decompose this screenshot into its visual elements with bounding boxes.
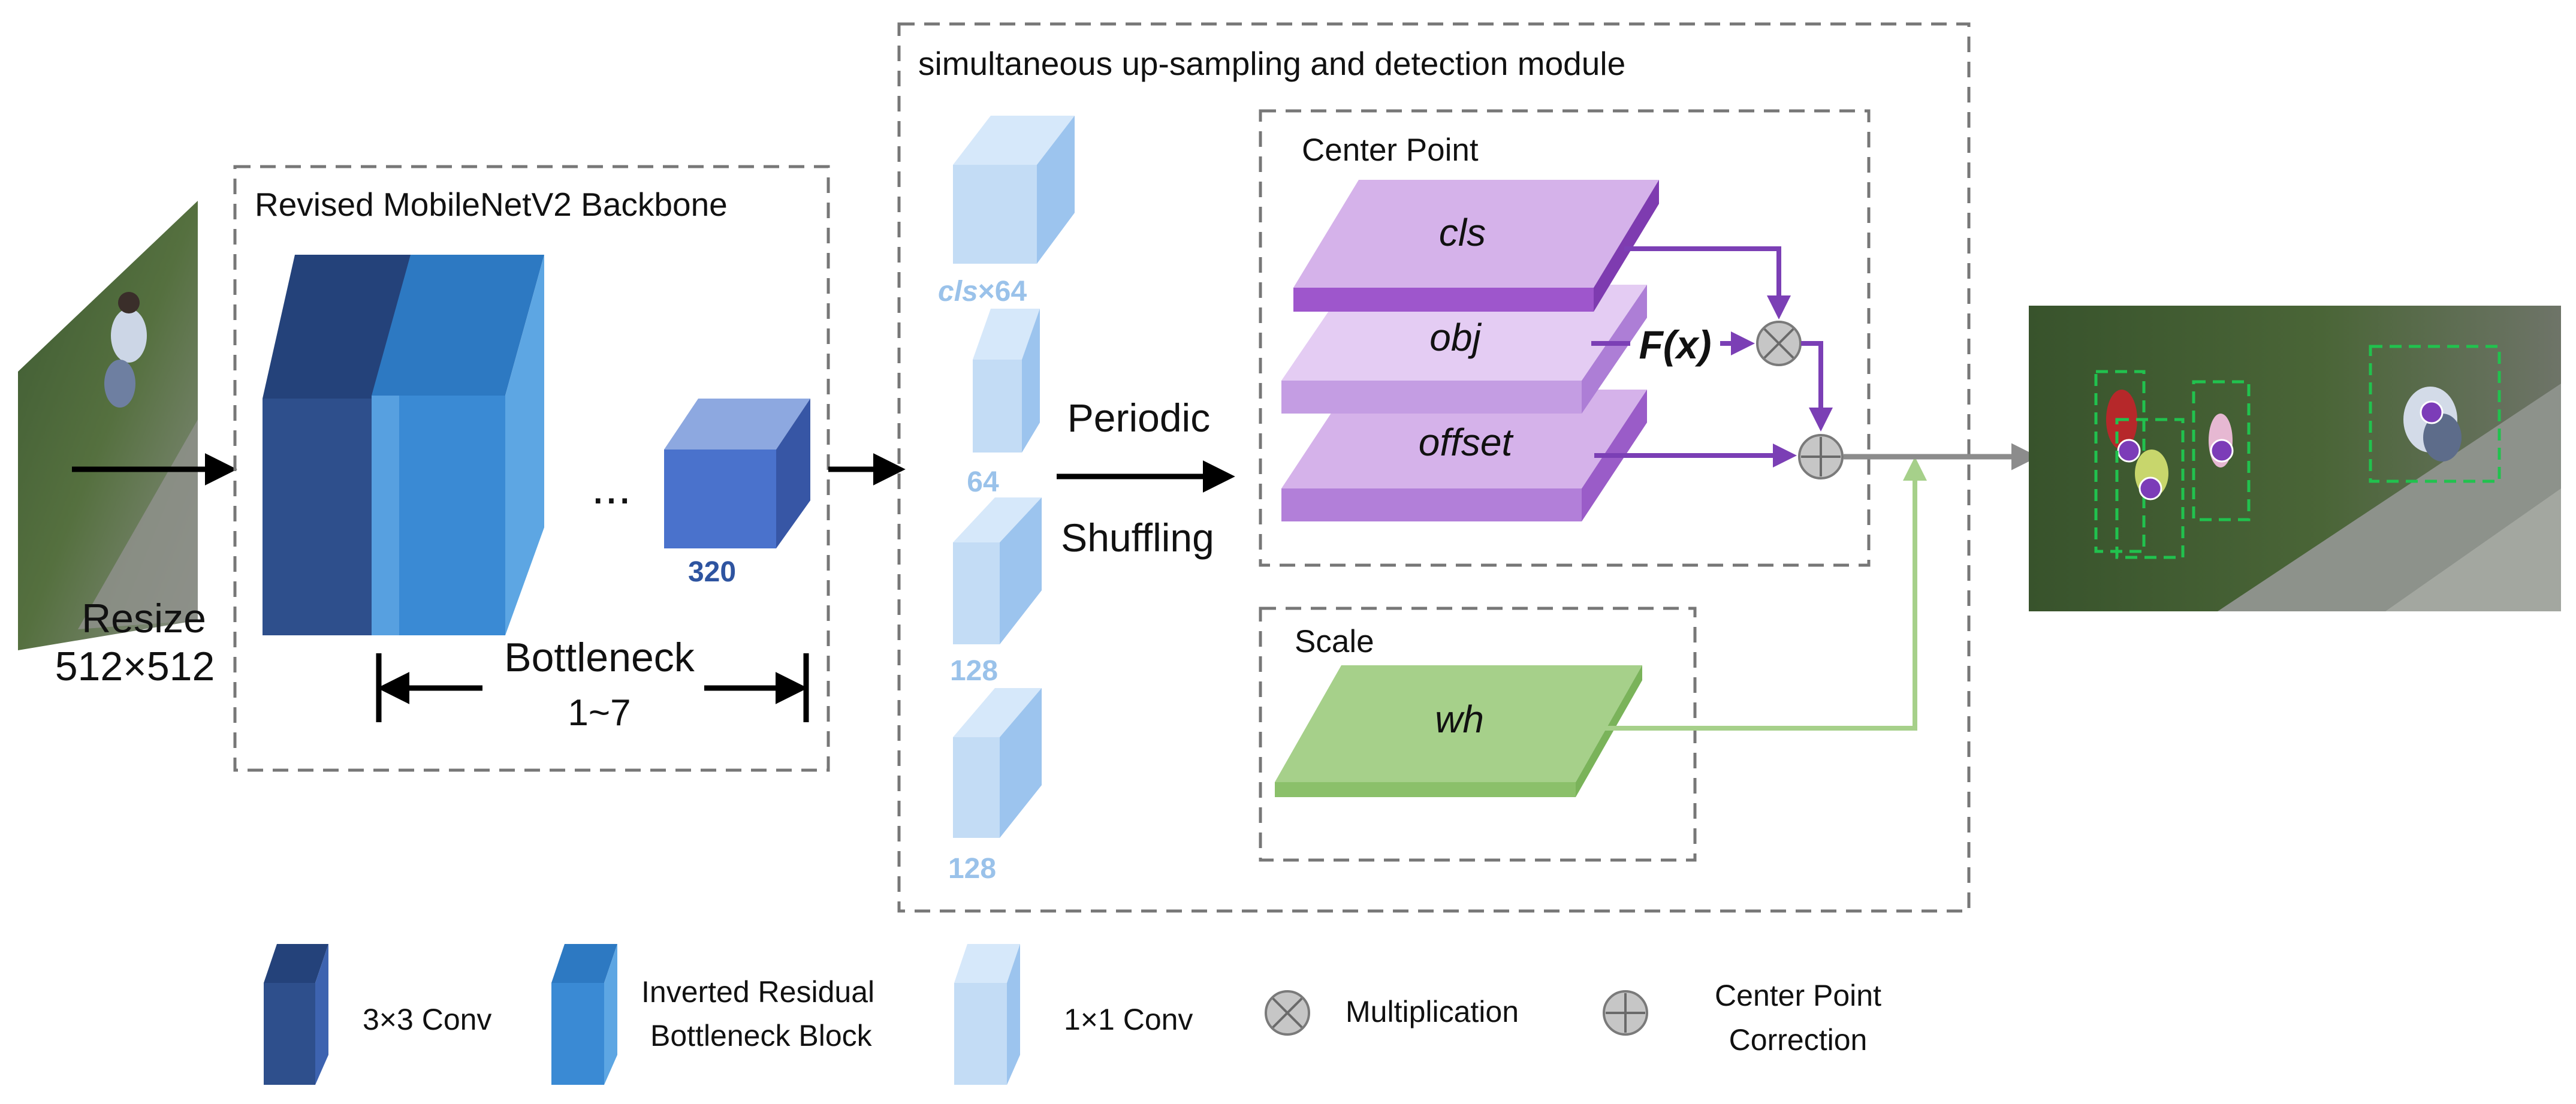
detection-box-2: [2115, 418, 2185, 559]
legend-irb-icon: [551, 944, 617, 1085]
legend-multiplication-label: Multiplication: [1346, 995, 1519, 1028]
legend-correction-line2: Correction: [1729, 1023, 1868, 1057]
center-correction-op-icon: [1798, 434, 1844, 479]
feature-128-b: [953, 688, 1042, 838]
feature-cls64-label: cls×64: [938, 276, 1027, 307]
wh-to-output-arrow: [1576, 457, 1927, 731]
feature-128a-label: 128: [950, 655, 998, 687]
upsampling-detection-module: simultaneous up-sampling and detection m…: [897, 22, 2038, 913]
bottleneck-label: Bottleneck: [504, 635, 695, 680]
inverted-residual-block: [372, 255, 544, 635]
cls-layer-label: cls: [1439, 211, 1486, 254]
detection-box-4: [2369, 345, 2501, 483]
backbone-ellipsis: ...: [592, 460, 632, 514]
resize-size: 512×512: [55, 644, 215, 689]
wh-layer: [1275, 665, 1642, 797]
bottleneck-bracket: [376, 653, 809, 722]
cls-to-mult-arrow: [1624, 246, 1791, 319]
module-title: simultaneous up-sampling and detection m…: [918, 45, 1625, 82]
shuffle-line1: Periodic: [1067, 396, 1210, 440]
feature-cube-label: 320: [688, 556, 736, 588]
legend-correction-line1: Center Point: [1715, 979, 1881, 1012]
wh-layer-label: wh: [1435, 698, 1484, 741]
resize-label: Resize: [82, 596, 206, 641]
scale-box: Scale wh: [1259, 457, 1927, 862]
bottleneck-range: 1~7: [568, 692, 631, 734]
mult-to-correction-arrow: [1801, 341, 1833, 432]
backbone-box: Revised MobileNetV2 Backbone ... 320: [233, 165, 830, 772]
legend: 3×3 Conv Inverted Residual Bottleneck Bl…: [264, 944, 1881, 1085]
input-image: [18, 201, 198, 650]
legend-conv1x1-label: 1×1 Conv: [1064, 1003, 1193, 1036]
feature-64: [973, 309, 1040, 453]
center-point-box: Center Point offset obj cls: [1259, 109, 1871, 567]
legend-irb-line1: Inverted Residual: [641, 975, 874, 1009]
feature-128b-label: 128: [948, 853, 996, 885]
detection-box-3: [2192, 380, 2251, 521]
center-point-title: Center Point: [1302, 132, 1479, 168]
feature-64-label: 64: [967, 466, 999, 498]
legend-conv1x1-icon: [954, 944, 1020, 1085]
feature-cls64: [953, 116, 1075, 264]
feature-cube-320: [664, 399, 810, 548]
legend-conv3x3-icon: [264, 944, 328, 1085]
legend-correction-icon: [1603, 990, 1648, 1036]
feature-128-a: [953, 497, 1042, 644]
fx-label: F(x): [1639, 322, 1712, 367]
legend-conv3x3-label: 3×3 Conv: [363, 1003, 491, 1036]
output-image: [2029, 306, 2561, 611]
obj-layer-label: obj: [1429, 316, 1482, 359]
legend-irb-line2: Bottleneck Block: [650, 1019, 873, 1052]
cls-layer: [1293, 180, 1659, 312]
scale-title: Scale: [1295, 624, 1374, 659]
legend-multiplication-icon: [1265, 990, 1310, 1036]
offset-layer-label: offset: [1419, 421, 1514, 464]
shuffle-line2: Shuffling: [1061, 515, 1214, 560]
multiplication-op-icon: [1756, 321, 1802, 366]
backbone-title: Revised MobileNetV2 Backbone: [255, 186, 728, 223]
